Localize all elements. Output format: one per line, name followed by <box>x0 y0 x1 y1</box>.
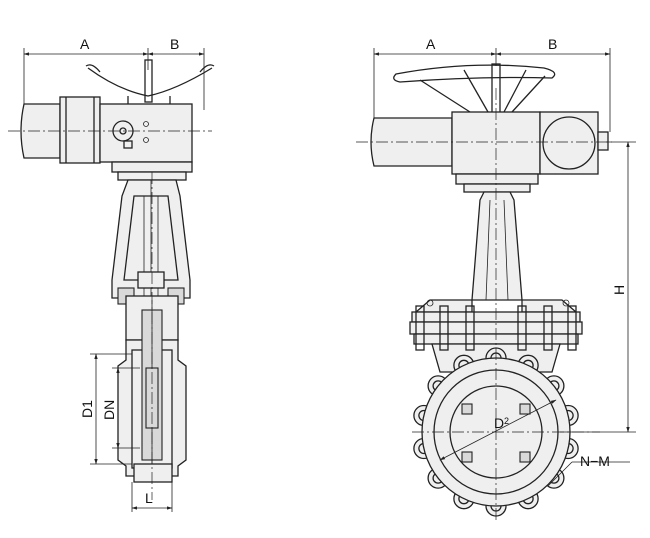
front-handwheel <box>393 63 556 115</box>
side-yoke <box>111 179 191 305</box>
front-yoke <box>414 191 578 313</box>
side-view: A B <box>8 36 215 512</box>
side-dim-d1-dn: D1 DN <box>79 353 140 465</box>
front-dim-ab: A B <box>373 36 611 165</box>
side-dim-dn-label: DN <box>101 400 117 420</box>
side-dim-l-label: L <box>145 490 153 506</box>
front-dim-d2-label: D <box>494 415 504 431</box>
front-dim-d2-subscript: 2 <box>504 416 509 426</box>
front-view: A B <box>356 36 636 520</box>
front-flange: D 2 <box>412 88 600 520</box>
side-actuator <box>8 96 212 181</box>
front-dim-h-label: H <box>611 285 627 295</box>
side-dim-a-label: A <box>80 36 90 52</box>
bonnet-bolts <box>415 299 577 351</box>
front-dim-b-label: B <box>548 36 557 52</box>
side-body <box>117 172 187 500</box>
front-dim-a-label: A <box>426 36 436 52</box>
front-nm-callout: N−M <box>547 453 630 487</box>
side-dim-b-label: B <box>170 36 179 52</box>
front-dim-h: H <box>560 141 636 433</box>
side-dim-l: L <box>131 482 173 512</box>
front-nm-label: N−M <box>580 453 610 469</box>
side-handwheel <box>85 59 215 104</box>
side-dim-d1-label: D1 <box>79 400 95 418</box>
front-actuator <box>356 111 612 193</box>
